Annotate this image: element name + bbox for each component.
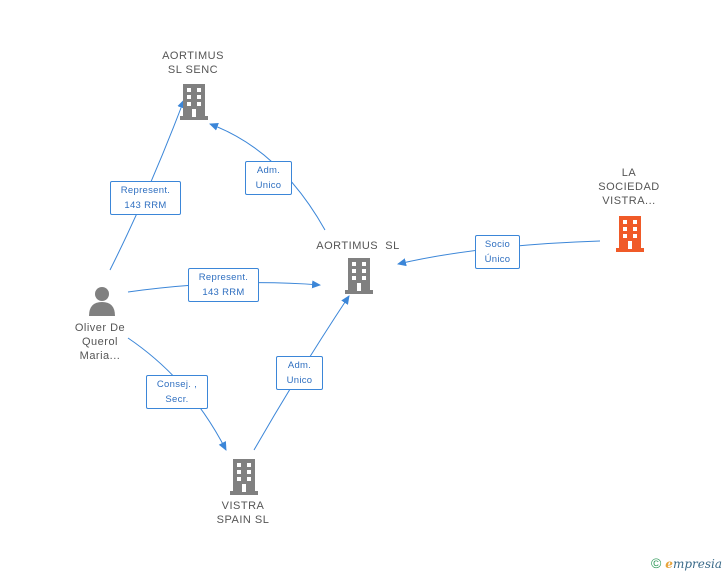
node-label-line: LA (621, 167, 637, 179)
edge-label-oliver-to-aortimus-senc[interactable]: Represent. 143 RRM (110, 181, 181, 215)
edge-label-vistra-to-aortimus-sl[interactable]: Adm. Unico (276, 356, 323, 390)
node-label-la-sociedad-vistra: LA SOCIEDAD VISTRA... (598, 166, 659, 208)
node-label-line: Querol (81, 336, 119, 348)
node-label-line: SOCIEDAD (598, 181, 660, 193)
building-icon[interactable] (345, 258, 373, 294)
node-label-oliver: Oliver De Querol Maria... (75, 321, 125, 363)
edge-label-line: Socio (484, 239, 511, 250)
edge-label-oliver-to-vistra[interactable]: Consej. , Secr. (146, 375, 208, 409)
edge-label-line: Adm. (256, 165, 281, 176)
edge-label-line: Unico (255, 180, 282, 191)
node-label-line: Maria... (79, 350, 121, 362)
node-label-line: Oliver De (74, 322, 126, 334)
node-label-line: SL SENC (167, 64, 219, 76)
person-icon[interactable] (88, 286, 116, 316)
node-label-vistra-spain-sl: VISTRA SPAIN SL (217, 499, 270, 527)
node-label-line: AORTIMUS (162, 50, 224, 62)
edge-label-line: Represent. (198, 272, 249, 283)
brand-initial: e (665, 557, 673, 571)
brand-rest: mpresia (672, 557, 722, 571)
edge-label-line: 143 RRM (202, 287, 245, 298)
edge-label-sociedad-to-aortimus-sl[interactable]: Socio Único (475, 235, 520, 269)
node-label-aortimus-sl: AORTIMUS SL (316, 239, 399, 253)
edge-label-aortimus-sl-to-aortimus-senc[interactable]: Adm. Unico (245, 161, 292, 195)
edge-label-line: Único (484, 254, 511, 265)
edge-label-line: Unico (286, 375, 313, 386)
brand-logo[interactable]: ©empresia (651, 555, 722, 571)
brand-name: empresia (665, 557, 722, 571)
node-label-line: VISTRA (221, 500, 265, 512)
node-label-line: AORTIMUS SL (316, 240, 400, 252)
node-label-line: VISTRA... (602, 195, 656, 207)
node-label-aortimus-sl-senc: AORTIMUS SL SENC (162, 49, 224, 77)
edge-label-line: Represent. (120, 185, 171, 196)
building-icon[interactable] (180, 84, 208, 120)
node-label-line: SPAIN SL (216, 514, 270, 526)
edge-label-oliver-to-aortimus-sl[interactable]: Represent. 143 RRM (188, 268, 259, 302)
edge-label-line: 143 RRM (124, 200, 167, 211)
edge-label-line: Adm. (287, 360, 312, 371)
edge-label-line: Consej. , (156, 379, 198, 390)
building-icon[interactable] (230, 459, 258, 495)
building-icon[interactable] (616, 216, 644, 252)
copyright-icon: © (650, 555, 662, 571)
edge-label-line: Secr. (165, 394, 189, 405)
